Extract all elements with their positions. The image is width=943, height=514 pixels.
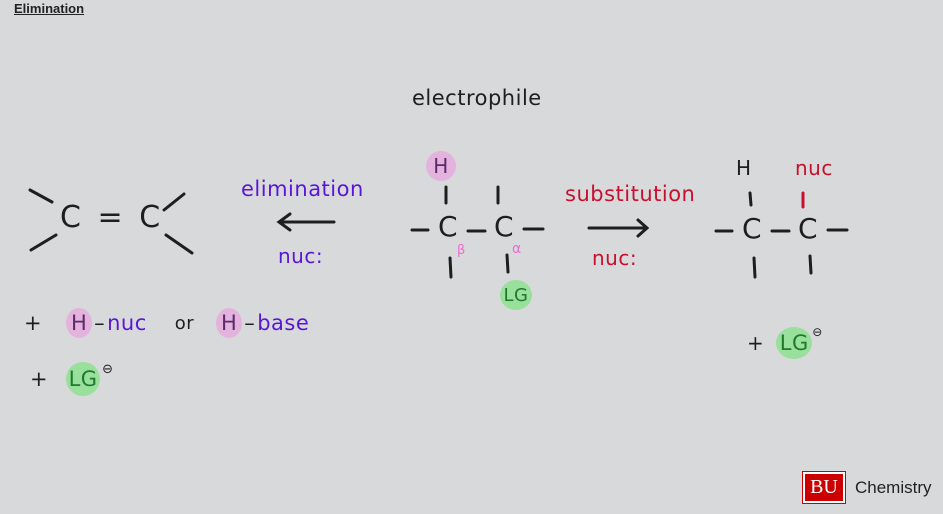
leaving-group-highlighted: LG — [776, 327, 813, 359]
bu-logo-mark: BU — [802, 471, 846, 504]
product-carbon-left: C — [742, 212, 763, 245]
negative-charge-icon: ⊖ — [812, 325, 823, 339]
leaving-group-highlighted: LG — [500, 280, 532, 310]
alpha-carbon: C — [494, 210, 515, 243]
page-title: Elimination — [14, 1, 85, 16]
substitution-side-product: + LG ⊖ — [747, 325, 823, 359]
h-atom-label: H — [221, 311, 238, 335]
alkene-carbon-left: C — [60, 200, 82, 235]
bond-dash: – — [244, 311, 256, 335]
leaving-group-label: LG — [503, 284, 529, 306]
nuc-label: nuc — [107, 311, 147, 335]
substitution-label: substitution — [565, 182, 696, 206]
h-atom-highlighted: H — [66, 308, 93, 338]
plus-sign: + — [30, 367, 49, 391]
product-nuc-group: nuc — [795, 156, 833, 180]
elimination-reagent: nuc: — [278, 244, 324, 268]
h-atom-label: H — [433, 154, 449, 178]
plus-sign: + — [747, 331, 765, 355]
h-atom-highlighted: H — [216, 308, 243, 338]
bond-dash: – — [94, 311, 106, 335]
beta-label: β — [457, 243, 466, 258]
h-atom-highlighted: H — [426, 151, 456, 181]
or-label: or — [174, 312, 195, 334]
alkene: C = C — [60, 200, 161, 235]
elimination-products-line2: + LG ⊖ — [30, 362, 114, 396]
elimination-label: elimination — [241, 177, 364, 201]
product-carbon-right: C — [798, 212, 819, 245]
h-atom-label: H — [70, 311, 88, 335]
logo-text: Chemistry — [855, 478, 932, 497]
beta-carbon: C — [438, 210, 459, 243]
electrophile-label: electrophile — [412, 86, 542, 110]
elimination-products-line1: + H – nuc or H – base — [24, 308, 309, 338]
negative-charge-icon: ⊖ — [102, 362, 114, 377]
leaving-group-highlighted: LG — [66, 362, 101, 396]
alpha-label: α — [512, 241, 522, 257]
base-label: base — [257, 311, 310, 335]
alkene-carbon-right: C — [139, 200, 161, 235]
product-h-atom: H — [736, 156, 752, 180]
leaving-group-label: LG — [779, 331, 809, 355]
substitution-reagent: nuc: — [592, 246, 638, 270]
leaving-group-label: LG — [68, 367, 98, 391]
plus-sign: + — [24, 311, 43, 335]
alkene-double-bond: = — [97, 200, 124, 235]
